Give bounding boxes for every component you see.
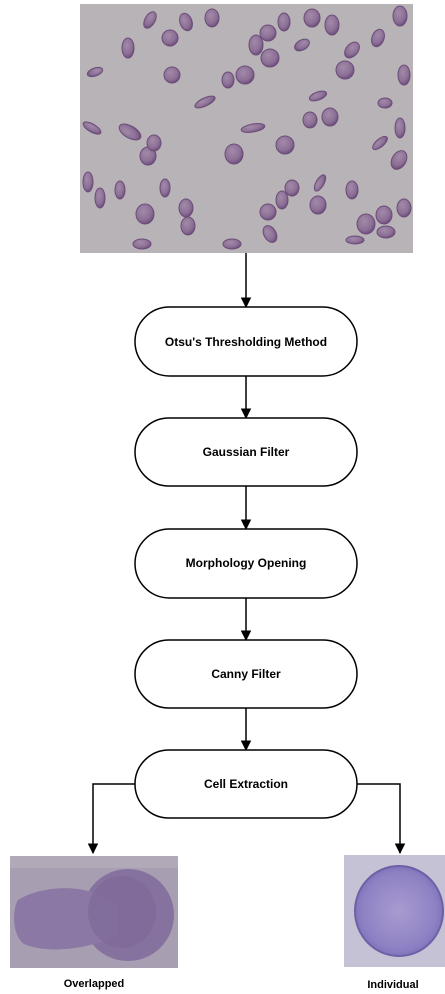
red-blood-cells	[82, 5, 412, 250]
step-canny-filter: Canny Filter	[134, 639, 358, 709]
arrow-extraction-to-overlapped	[87, 783, 135, 855]
individual-cell-image	[344, 855, 445, 967]
individual-caption: Individual	[367, 979, 418, 991]
overlapped-caption: Overlapped	[64, 978, 125, 990]
step-morphology-opening: Morphology Opening	[134, 528, 358, 599]
step-morphology-label: Morphology Opening	[186, 556, 307, 570]
step-otsu-thresholding: Otsu's Thresholding Method	[134, 306, 358, 377]
arrow-extraction-to-individual	[357, 783, 406, 855]
blood-smear-image	[80, 4, 413, 253]
step-cell-extraction: Cell Extraction	[134, 749, 358, 819]
step-otsu-label: Otsu's Thresholding Method	[165, 335, 327, 349]
step-cell-extraction-label: Cell Extraction	[204, 777, 288, 791]
step-gaussian-label: Gaussian Filter	[203, 445, 290, 459]
overlapped-cells-image	[10, 856, 178, 968]
step-canny-label: Canny Filter	[211, 667, 281, 681]
step-gaussian-filter: Gaussian Filter	[134, 417, 358, 487]
